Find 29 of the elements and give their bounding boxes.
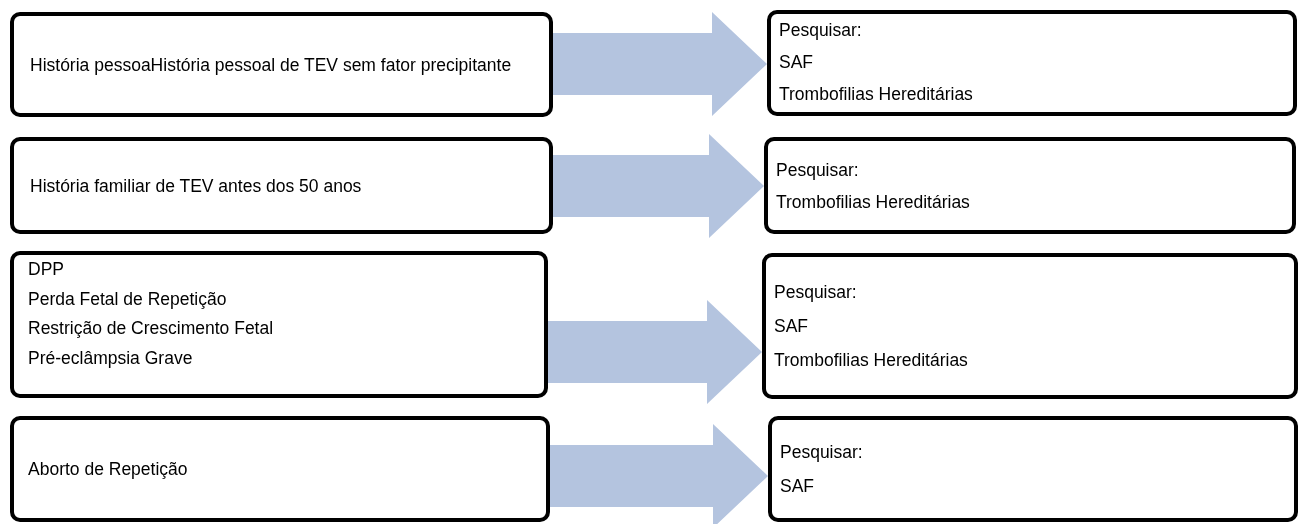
box-text: SAF xyxy=(779,51,815,74)
box-text: DPP xyxy=(28,258,65,281)
text-box xyxy=(10,12,553,117)
text-box xyxy=(768,416,1298,522)
box-text: Aborto de Repetição xyxy=(28,458,189,480)
box-text: Pesquisar: xyxy=(779,19,863,42)
box-text: Trombofilias Hereditárias xyxy=(774,349,969,372)
box-text: Pesquisar: xyxy=(776,158,860,182)
box-text: SAF xyxy=(780,475,816,498)
box-text: História pessoaHistória pessoal de TEV sem fator precipitante xyxy=(30,54,513,75)
box-text: História familiar de TEV antes dos 50 anos xyxy=(30,174,363,197)
box-text: Pesquisar: xyxy=(780,441,864,464)
block-arrow xyxy=(553,134,764,238)
block-arrow xyxy=(553,12,767,116)
block-arrow xyxy=(548,300,762,404)
box-text: Pesquisar: xyxy=(774,281,858,304)
box-text: Trombofilias Hereditárias xyxy=(776,190,971,214)
box-text: Restrição de Crescimento Fetal xyxy=(28,317,275,340)
box-text: Perda Fetal de Repetição xyxy=(28,287,228,311)
block-arrow xyxy=(550,424,768,524)
box-text: Pré-eclâmpsia Grave xyxy=(28,346,194,370)
text-box xyxy=(764,137,1296,234)
box-text: Trombofilias Hereditárias xyxy=(779,83,974,106)
text-box xyxy=(10,251,548,398)
text-box xyxy=(10,416,550,522)
text-box xyxy=(10,137,553,234)
box-text: SAF xyxy=(774,315,810,338)
text-box xyxy=(767,10,1297,116)
text-box xyxy=(762,253,1298,399)
